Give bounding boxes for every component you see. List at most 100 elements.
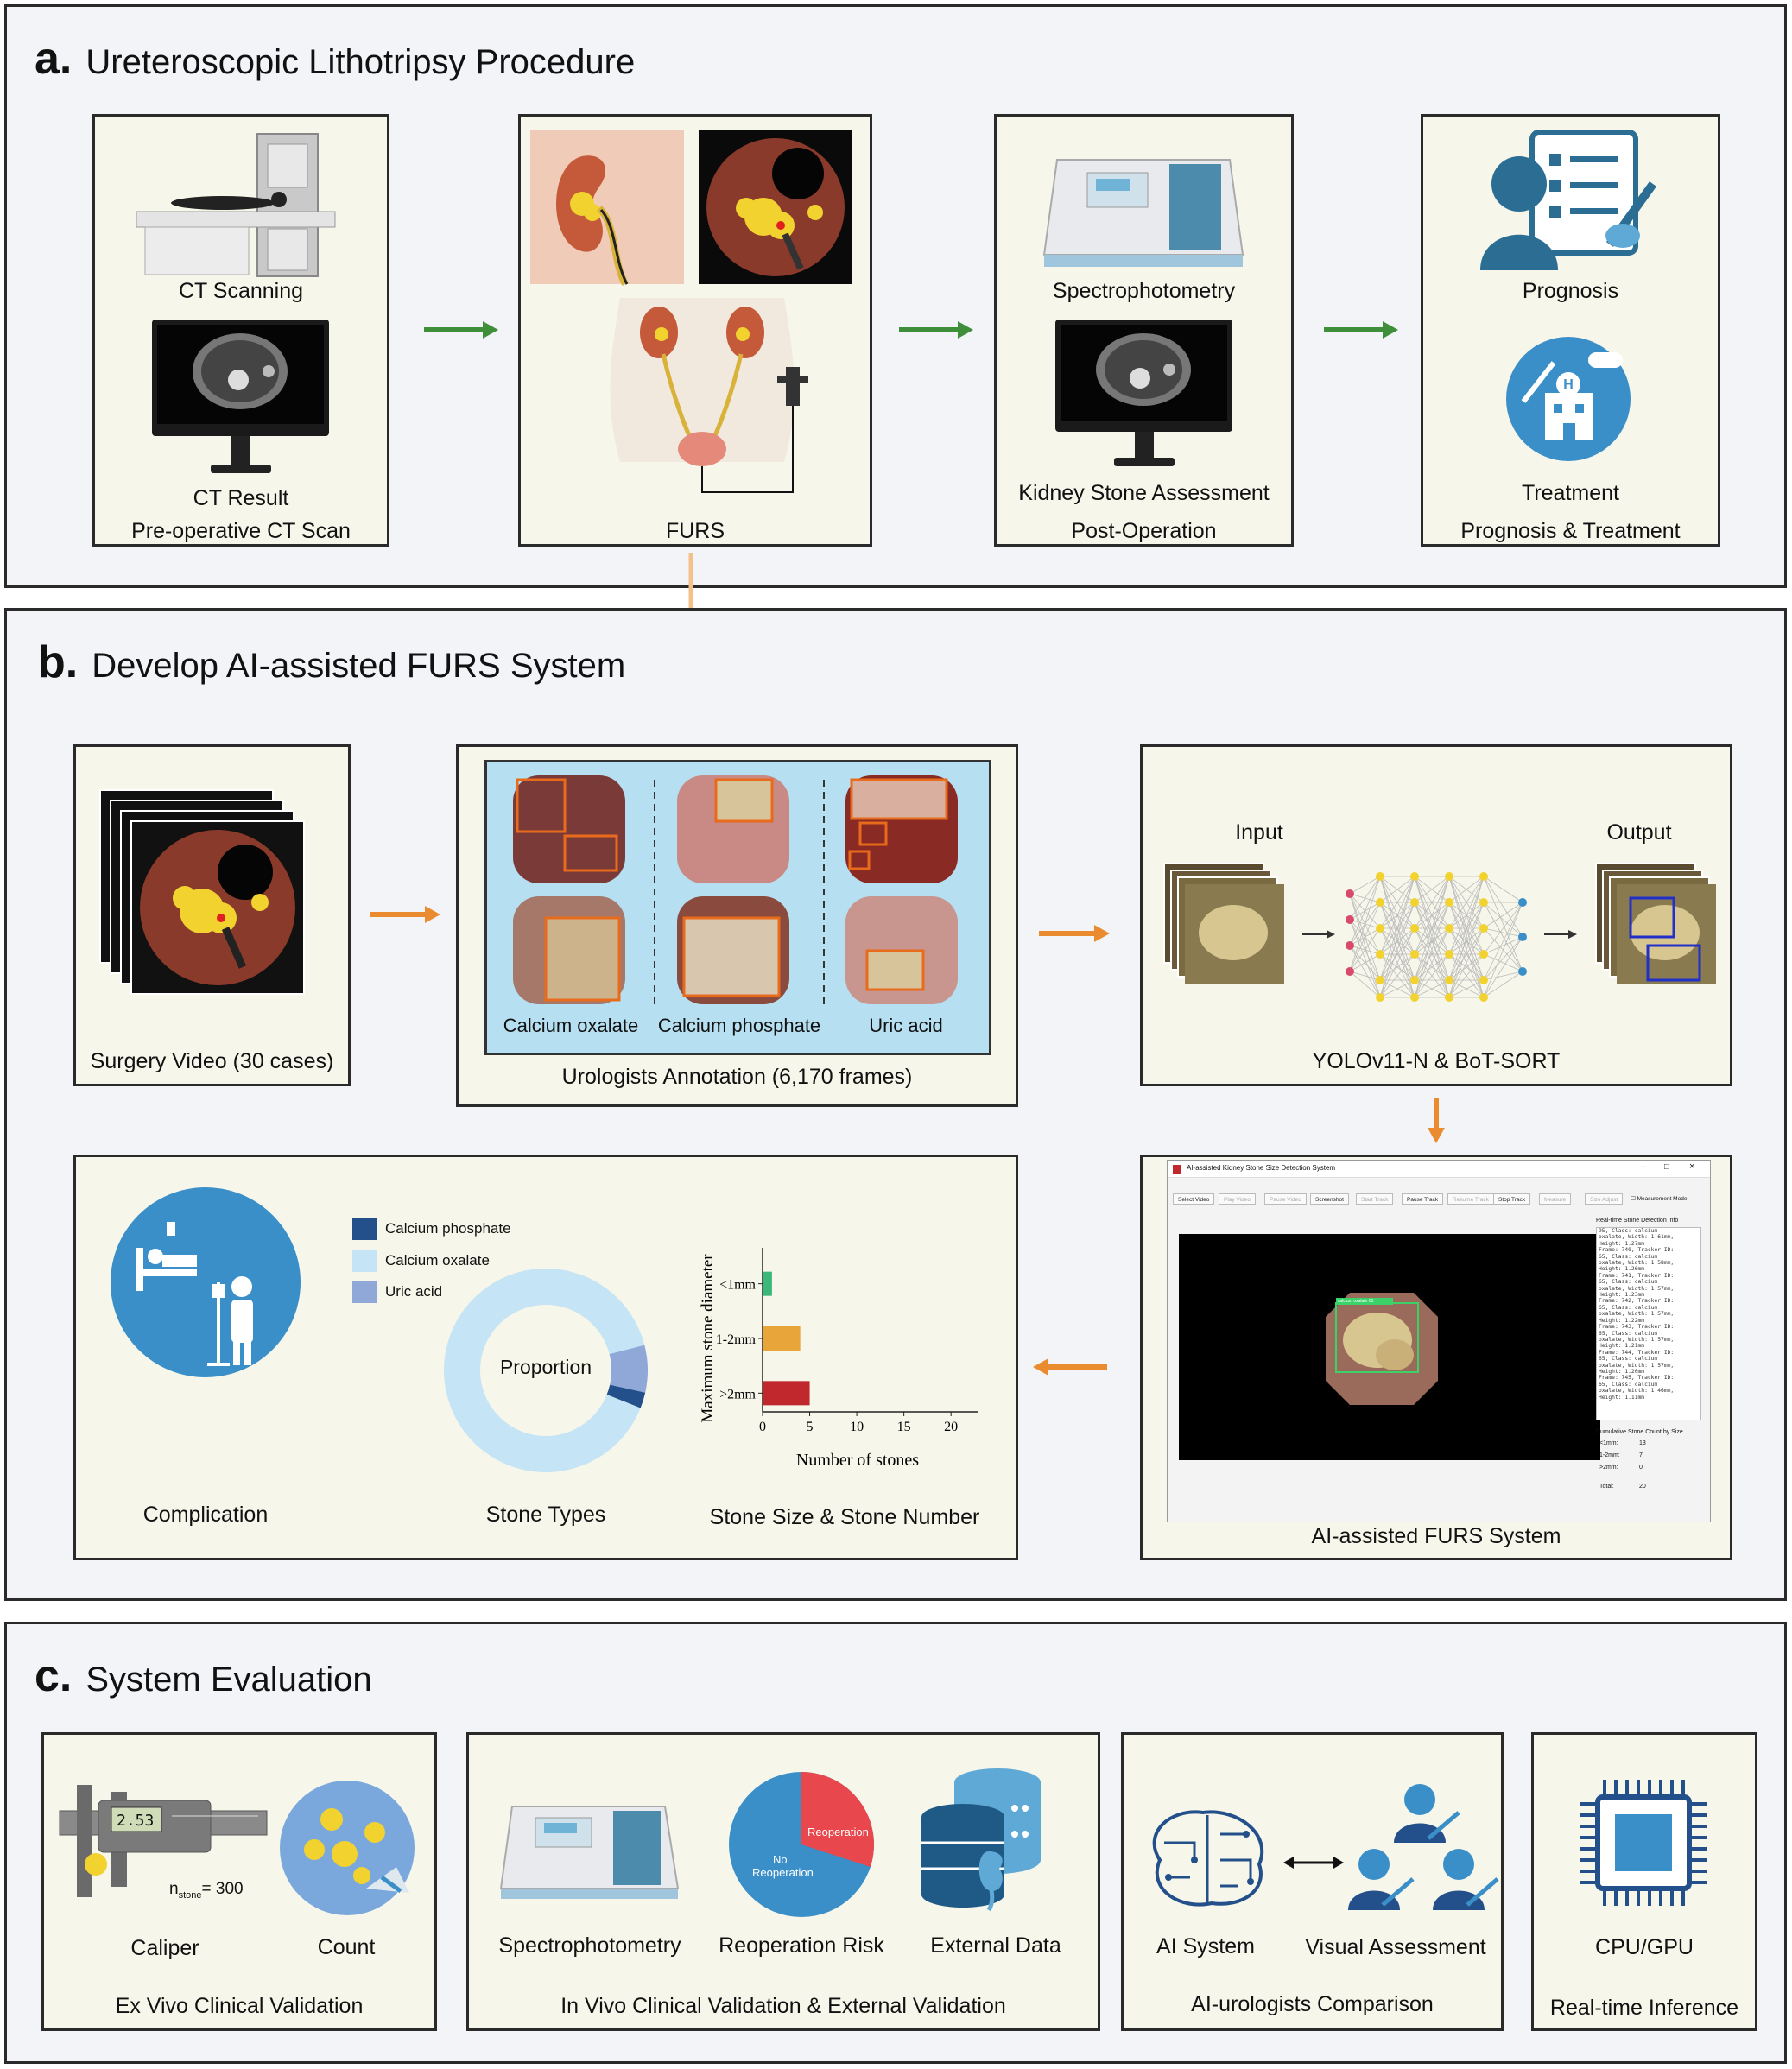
count-key: Total:	[1599, 1484, 1614, 1490]
x-tick-label: 0	[759, 1420, 766, 1434]
legend-item-calcium-oxalate: Calcium oxalate	[352, 1250, 577, 1274]
toolbar-button[interactable]: Screenshot	[1310, 1193, 1349, 1205]
toolbar-button[interactable]: Stop Track	[1493, 1193, 1531, 1205]
log-line: Frame: 743, Tracker ID:	[1599, 1324, 1675, 1331]
endoscope-view-icon	[699, 130, 852, 284]
class-label-calcium-oxalate: Calcium oxalate	[503, 1015, 639, 1036]
prognosis-label: Prognosis	[1522, 279, 1619, 303]
panel-b: b.Develop AI-assisted FURS System Surger…	[4, 608, 1787, 1601]
arrow-a1	[424, 321, 498, 339]
toolbar-button[interactable]: Resume Track	[1447, 1193, 1494, 1205]
comparison-box: AI System Visual Assessment AI-urologist…	[1121, 1732, 1504, 2031]
x-tick-label: 5	[807, 1420, 814, 1434]
log-line: oxalate, Width: 1.46mm,	[1599, 1388, 1675, 1395]
log-line: 65, Class: calcium	[1599, 1330, 1658, 1337]
legend-swatch	[352, 1281, 377, 1303]
spectrophotometry-label: Spectrophotometry	[1052, 279, 1236, 303]
nn-node	[1445, 976, 1453, 984]
count-row: <1mm:13	[1599, 1440, 1694, 1451]
log-line: oxalate, Width: 1.57mm,	[1599, 1362, 1675, 1369]
svg-text:H: H	[1563, 377, 1574, 392]
results-box: Complication Calcium phosphate Calcium o…	[73, 1155, 1018, 1560]
measurement-mode-checkbox[interactable]: ☐ Measurement Mode	[1631, 1196, 1688, 1202]
ex-vivo-box: 2.53 nstone= 300 Caliper Count Ex Vivo C…	[41, 1732, 437, 2031]
stone-types-label: Stone Types	[485, 1503, 606, 1527]
legend-item-uric-acid: Uric acid	[352, 1281, 577, 1305]
count-value: 13	[1639, 1440, 1646, 1446]
stone-size-label: Stone Size & Stone Number	[709, 1505, 980, 1529]
log-line: Height: 1.21mm	[1599, 1343, 1645, 1350]
minimize-button[interactable]: –	[1641, 1162, 1646, 1172]
toolbar-button[interactable]: Play Video	[1219, 1193, 1256, 1205]
nn-node	[1410, 898, 1419, 907]
toolbar-button[interactable]: Pause Track	[1402, 1193, 1444, 1205]
urinary-tract-icon	[610, 298, 808, 493]
nn-node	[1410, 924, 1419, 933]
nn-node	[1445, 924, 1453, 933]
app-titlebar: AI-assisted Kidney Stone Size Detection …	[1168, 1161, 1710, 1178]
nn-node	[1445, 993, 1453, 1002]
nn-node	[1479, 872, 1488, 881]
nn-node	[1479, 898, 1488, 907]
log-line: oxalate, Width: 1.61mm,	[1599, 1234, 1675, 1241]
count-key: 1-2mm:	[1599, 1452, 1620, 1458]
kidney-icon	[530, 130, 684, 286]
bar	[763, 1271, 772, 1296]
log-line: Frame: 744, Tracker ID:	[1599, 1349, 1675, 1356]
app-window-title: AI-assisted Kidney Stone Size Detection …	[1187, 1164, 1336, 1172]
cpu-gpu-label: CPU/GPU	[1595, 1935, 1694, 1959]
spectrophotometry-label: Spectrophotometry	[498, 1933, 681, 1958]
maximize-button[interactable]: □	[1664, 1162, 1670, 1172]
log-line: Height: 1.27mm	[1599, 1240, 1645, 1247]
nn-node	[1376, 950, 1384, 959]
pie-label-no: No	[773, 1853, 788, 1866]
treatment-label: Treatment	[1521, 481, 1619, 505]
neural-network-diagram	[1163, 863, 1716, 1002]
bar	[763, 1326, 801, 1351]
log-line: Height: 1.22mm	[1599, 1317, 1645, 1324]
count-value: 0	[1639, 1465, 1643, 1471]
in-vivo-caption: In Vivo Clinical Validation & External V…	[560, 1994, 1006, 2018]
x-tick-label: 20	[944, 1420, 958, 1434]
in-vivo-box: Reoperation No Reoperation Spectrophotom…	[466, 1732, 1100, 2031]
close-button[interactable]: ×	[1689, 1161, 1695, 1172]
annotation-caption: Urologists Annotation (6,170 frames)	[561, 1065, 913, 1089]
app-icon	[1173, 1165, 1181, 1174]
log-line: Height: 1.11mm	[1599, 1394, 1645, 1401]
arrow-a3	[1324, 321, 1398, 339]
log-line: Height: 1.23mm	[1599, 1292, 1645, 1299]
log-line: oxalate, Width: 1.57mm,	[1599, 1311, 1675, 1318]
ai-system-label: AI System	[1156, 1934, 1255, 1958]
donut-slice	[609, 1345, 648, 1393]
log-line: oxalate, Width: 1.57mm,	[1599, 1336, 1675, 1343]
ex-vivo-caption: Ex Vivo Clinical Validation	[115, 1994, 364, 2018]
toolbar-button[interactable]: Start Track	[1356, 1193, 1394, 1205]
nn-node	[1410, 872, 1419, 881]
inference-box: CPU/GPU Real-time Inference	[1531, 1732, 1757, 2031]
nn-node	[1346, 967, 1354, 976]
log-line: 65, Class: calcium	[1599, 1279, 1658, 1286]
nn-node	[1346, 941, 1354, 950]
stone-count-icon	[280, 1781, 415, 1915]
y-axis-label: Maximum stone diameter	[699, 1254, 717, 1423]
reoperation-pie-chart	[729, 1772, 874, 1917]
count-title: Cumulative Stone Count by Size	[1596, 1429, 1683, 1435]
nn-node	[1445, 872, 1453, 881]
ai-brain-icon	[1152, 1810, 1264, 1907]
urologists-icon	[1348, 1784, 1499, 1910]
video-frames-icon	[99, 789, 305, 995]
prognosis-box: Prognosis H Treatment Prognosis & Treatm…	[1421, 114, 1720, 547]
nn-node	[1445, 950, 1453, 959]
ct-result-label: CT Result	[193, 486, 289, 510]
annotation-thumbnails	[513, 775, 958, 1009]
log-line: Frame: 741, Tracker ID:	[1599, 1272, 1675, 1279]
arrow-b2	[1039, 925, 1110, 942]
toolbar-button[interactable]: Pause Video	[1264, 1193, 1307, 1205]
toolbar-button[interactable]: Measure	[1539, 1193, 1572, 1205]
legend-swatch	[352, 1250, 377, 1272]
toolbar-button[interactable]: Select Video	[1173, 1193, 1215, 1205]
toolbar-button[interactable]: Size Adjust	[1585, 1193, 1624, 1205]
x-tick-label: 15	[897, 1420, 911, 1434]
prognosis-box-caption: Prognosis & Treatment	[1460, 519, 1681, 543]
